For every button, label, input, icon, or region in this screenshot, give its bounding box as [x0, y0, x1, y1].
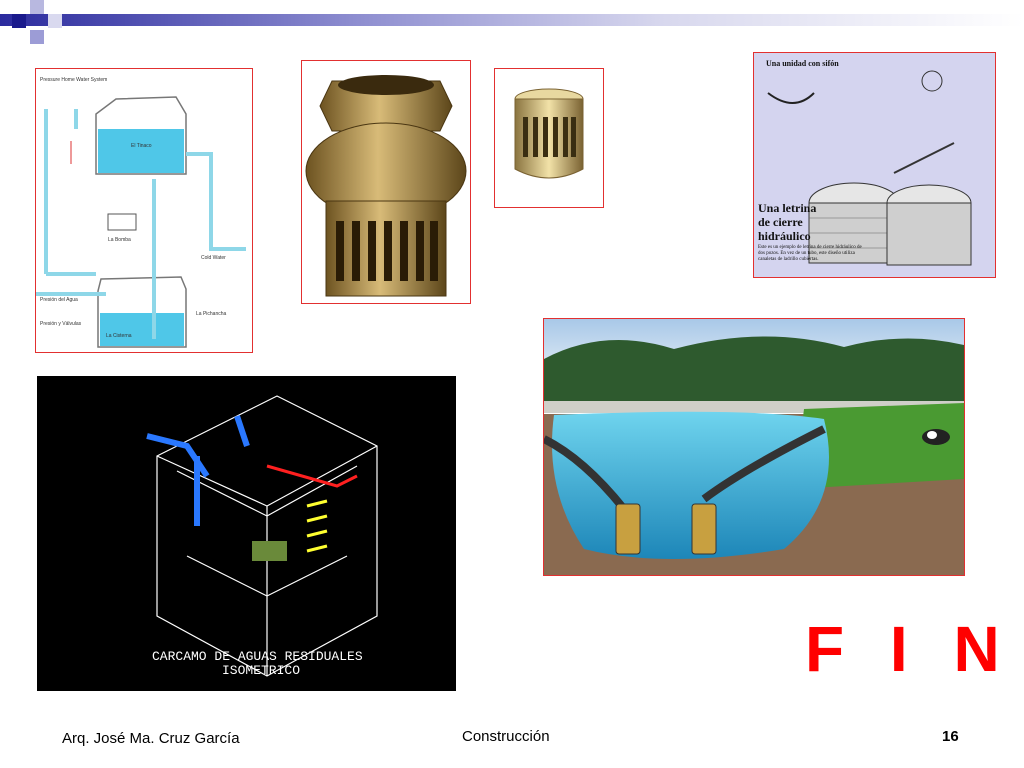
svg-text:Cold Water: Cold Water — [201, 255, 226, 261]
cad-caption-line2: ISOMETRICO — [222, 663, 301, 678]
latrine-illustration: Una unidad con sifón Una letrina de cier… — [753, 52, 996, 278]
svg-text:La Pichancha: La Pichancha — [196, 311, 227, 317]
decor-square-light — [30, 0, 44, 14]
footer-author: Arq. José Ma. Cruz García — [62, 730, 240, 747]
cad-isometric-drawing: CARCAMO DE AGUAS RESIDUALES ISOMETRICO — [37, 376, 456, 691]
reservoir-pumps-photo — [543, 318, 965, 576]
decor-square-light — [48, 14, 62, 28]
foot-valve-photo — [301, 60, 471, 304]
strainer-photo — [494, 68, 604, 208]
cad-caption: CARCAMO DE AGUAS RESIDUALES ISOMETRICO — [152, 650, 363, 678]
pump — [107, 213, 137, 231]
tank-water — [98, 129, 184, 173]
cad-caption-line1: CARCAMO DE AGUAS RESIDUALES — [152, 649, 363, 664]
title-gradient-bar — [0, 14, 1024, 26]
decor-square-dark — [12, 14, 26, 28]
latrine-body: Este es un ejemplo de letrina de cierre … — [758, 245, 862, 262]
svg-text:La Bomba: La Bomba — [108, 237, 131, 243]
cistern-water — [100, 313, 184, 346]
svg-text:Presión del Agua: Presión del Agua — [40, 297, 78, 303]
svg-text:El Tinaco: El Tinaco — [131, 143, 152, 149]
svg-text:La Cisterna: La Cisterna — [106, 333, 132, 339]
footer-title: Construcción — [462, 728, 550, 745]
decor-square-mid — [30, 30, 44, 44]
page-number: 16 — [942, 728, 959, 745]
latrine-title: Una unidad con sifón — [766, 59, 839, 68]
diagram-title: Pressure Home Water System — [40, 77, 107, 83]
plumbing-diagram: Pressure Home Water System El Tinaco La … — [35, 68, 253, 353]
fin-text: F I N — [805, 613, 1014, 685]
latrine-heading: Una letrina de cierre hidráulico — [758, 201, 817, 243]
svg-text:Presión y Válvulas: Presión y Válvulas — [40, 321, 82, 327]
